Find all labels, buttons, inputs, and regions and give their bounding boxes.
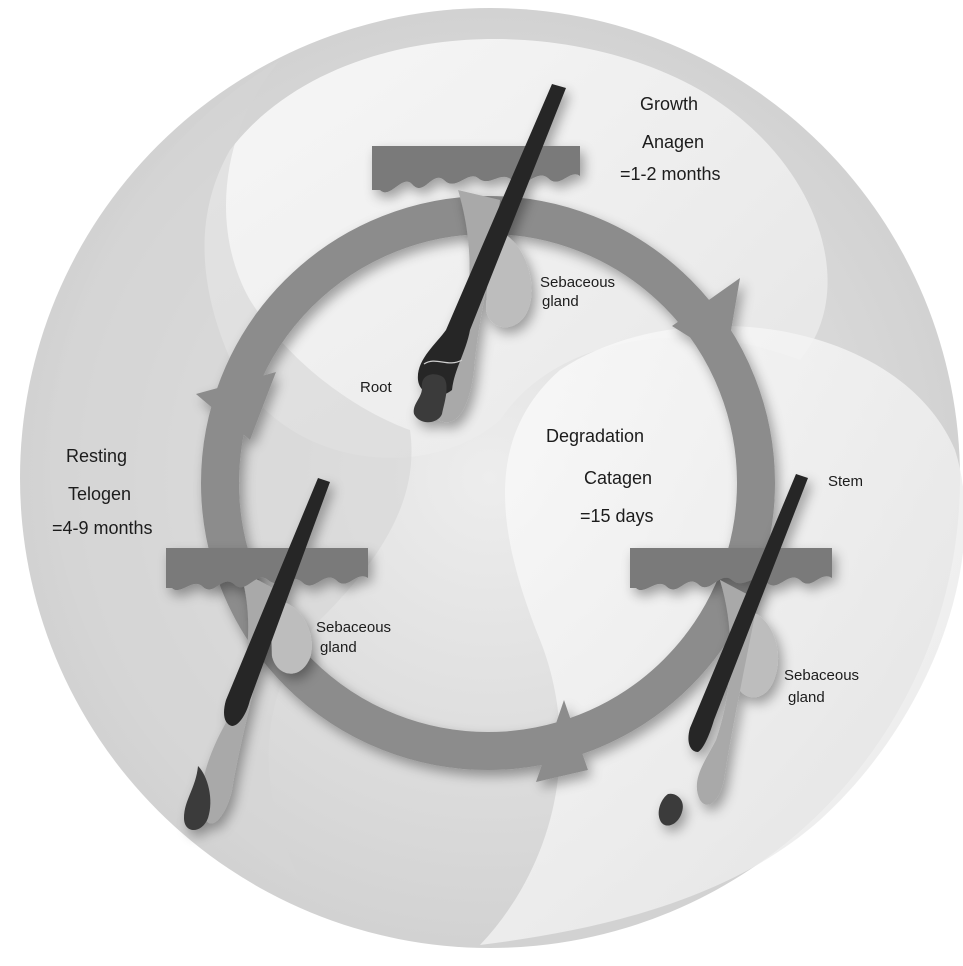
telogen-phase-name: Resting <box>66 446 127 466</box>
root-label: Root <box>360 379 393 396</box>
catagen-gland-label-line2: gland <box>788 689 825 706</box>
anagen-duration: =1-2 months <box>620 164 721 184</box>
anagen-gland-label-line2: gland <box>542 293 579 310</box>
catagen-phase-name: Degradation <box>546 426 644 446</box>
anagen-phase-name: Growth <box>640 94 698 114</box>
stem-label: Stem <box>828 473 863 490</box>
catagen-stage-name: Catagen <box>584 468 652 488</box>
anagen-stage-name: Anagen <box>642 132 704 152</box>
anagen-gland-label-line1: Sebaceous <box>540 274 615 291</box>
telogen-stage-name: Telogen <box>68 484 131 504</box>
telogen-duration: =4-9 months <box>52 518 153 538</box>
telogen-gland-label-line1: Sebaceous <box>316 619 391 636</box>
catagen-duration: =15 days <box>580 506 654 526</box>
telogen-gland-label-line2: gland <box>320 639 357 656</box>
catagen-gland-label-line1: Sebaceous <box>784 667 859 684</box>
